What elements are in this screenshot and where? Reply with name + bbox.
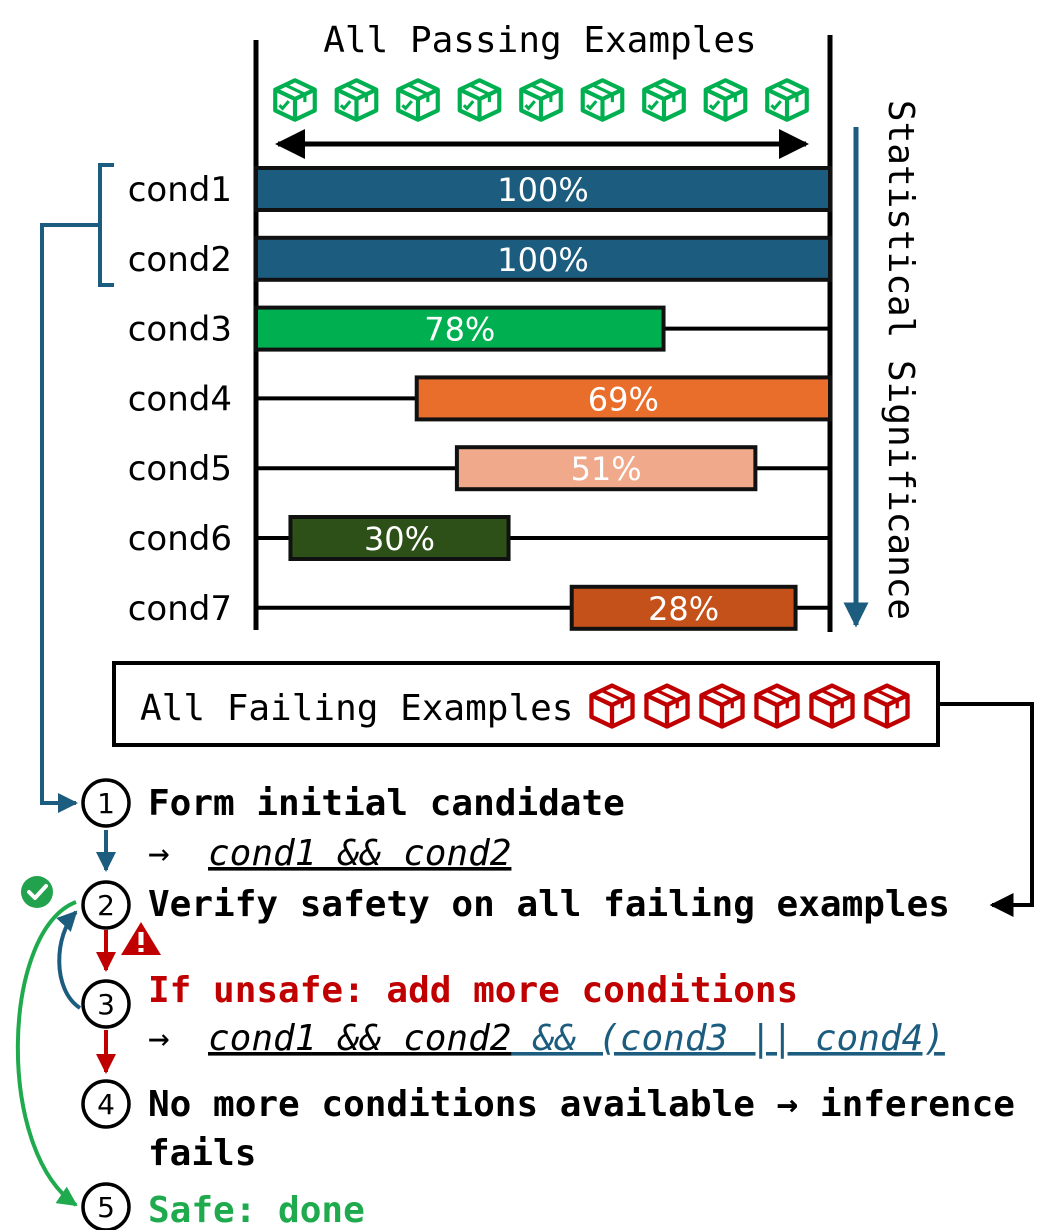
expr2-arrow: → bbox=[148, 1018, 170, 1059]
step4-text: No more conditions available → inference bbox=[148, 1084, 1015, 1125]
condition-percent-label: 69% bbox=[588, 380, 659, 418]
step-number: 4 bbox=[97, 1088, 115, 1121]
condition-percent-label: 30% bbox=[364, 520, 435, 558]
step1-text: Form initial candidate bbox=[148, 783, 625, 824]
condition-percent-label: 28% bbox=[648, 590, 719, 628]
condition-label: cond2 bbox=[128, 240, 232, 280]
expr1-line: → cond1 && cond2 bbox=[148, 833, 511, 874]
passing-example-package-icon bbox=[767, 80, 807, 120]
step-number: 3 bbox=[97, 988, 115, 1021]
step4-text-continued: fails bbox=[148, 1133, 256, 1174]
step-number: 5 bbox=[97, 1191, 115, 1224]
step-number-circle bbox=[81, 979, 131, 1029]
condition-percent-label: 100% bbox=[497, 171, 588, 209]
condition-label: cond3 bbox=[128, 310, 232, 350]
condition-bar bbox=[569, 584, 798, 631]
step2-text: Verify safety on all failing examples bbox=[148, 884, 950, 925]
failing-examples-box bbox=[112, 661, 940, 747]
step3-text: If unsafe: add more conditions bbox=[148, 970, 798, 1011]
passing-example-package-icon bbox=[460, 80, 500, 120]
condition-bar bbox=[288, 515, 511, 561]
condition-label: cond5 bbox=[128, 449, 232, 489]
expr2-extra: && (cond3 || cond4) bbox=[511, 1018, 944, 1059]
step2-to-step5-arrow bbox=[15, 900, 78, 1207]
warning-icon bbox=[121, 922, 161, 955]
passing-example-package-icon bbox=[706, 80, 746, 120]
cond1-cond2-bracket bbox=[98, 163, 114, 287]
condition-bar bbox=[454, 445, 758, 492]
condition-label: cond4 bbox=[128, 379, 232, 419]
condition-bar bbox=[254, 235, 832, 282]
step5-text: Safe: done bbox=[148, 1190, 365, 1230]
step-circles: 1 2 3 4 5 bbox=[81, 778, 131, 1230]
expr1-arrow: → bbox=[148, 833, 170, 874]
expr1-base: cond1 && cond2 bbox=[208, 833, 511, 874]
condition-bar bbox=[414, 375, 832, 422]
passing-example-package-icon bbox=[337, 80, 377, 120]
condition-label: cond7 bbox=[128, 589, 232, 629]
condition-percent-label: 100% bbox=[497, 241, 588, 279]
condition-bar bbox=[254, 305, 666, 352]
checkmark-icon bbox=[21, 876, 53, 908]
step-number: 1 bbox=[97, 787, 115, 820]
failing-to-step2-arrow bbox=[940, 702, 1034, 917]
passing-example-package-icon bbox=[275, 80, 315, 120]
condition-bar bbox=[254, 166, 832, 212]
passing-example-package-icon bbox=[644, 80, 684, 120]
condition-label: cond6 bbox=[128, 519, 232, 559]
condition-percent-label: 78% bbox=[424, 311, 495, 349]
step-number-circle bbox=[81, 778, 131, 828]
step3-loop-back-arrow bbox=[56, 910, 82, 1010]
bracket-to-step1-arrow bbox=[40, 223, 100, 813]
condition-percent-label: 51% bbox=[571, 450, 642, 488]
condition-label: cond1 bbox=[128, 170, 232, 210]
expr2-base: cond1 && cond2 bbox=[208, 1018, 511, 1059]
passing-example-package-icon bbox=[583, 80, 623, 120]
passing-example-package-icon bbox=[521, 80, 561, 120]
step-number-circle bbox=[81, 880, 131, 930]
condition-bars: cond1 100% cond2 100% cond3 78% cond4 69% cond5 5… bbox=[128, 166, 832, 631]
step-number: 2 bbox=[97, 889, 115, 922]
step-number-circle bbox=[81, 1182, 131, 1230]
failing-examples-label: All Failing Examples bbox=[140, 688, 573, 729]
passing-example-package-icon bbox=[398, 80, 438, 120]
step-number-circle bbox=[81, 1079, 131, 1129]
passing-examples-header: All Passing Examples bbox=[323, 20, 756, 61]
expr2-line: → cond1 && cond2 && (cond3 || cond4) bbox=[148, 1018, 945, 1059]
significance-label: Statistical Significance bbox=[880, 100, 921, 620]
passing-examples-icons bbox=[275, 80, 807, 120]
